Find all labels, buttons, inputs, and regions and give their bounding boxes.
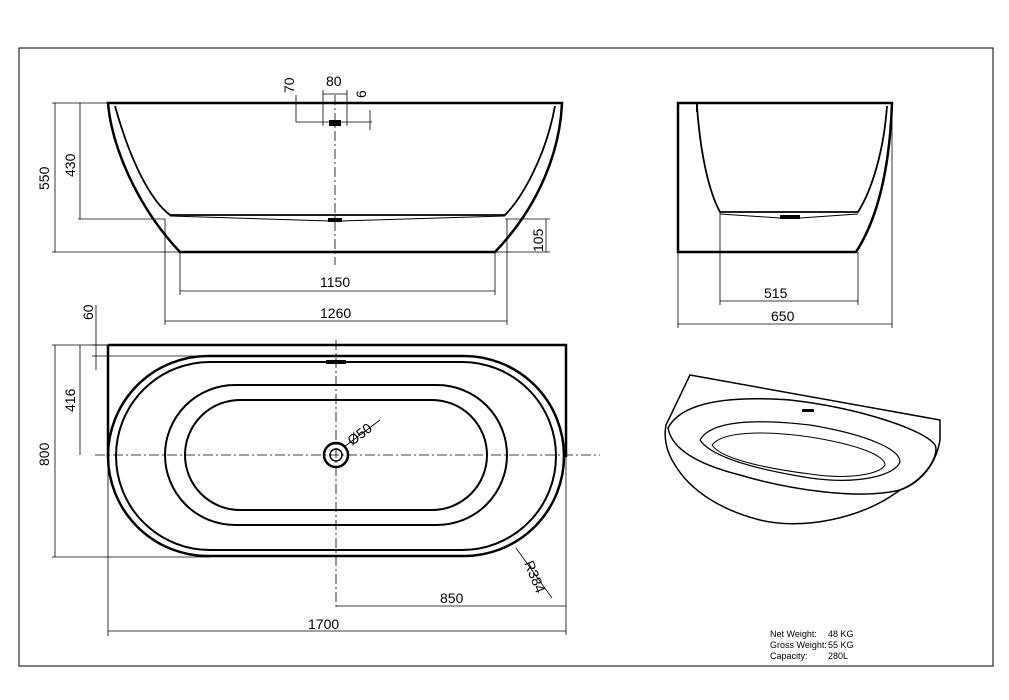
dim-side-515: 515 xyxy=(764,285,788,301)
dim-front-70: 70 xyxy=(281,77,297,93)
spec-gross-weight-value: 55 KG xyxy=(828,640,854,650)
drawing-border xyxy=(18,47,994,667)
front-inner-basin xyxy=(114,105,556,216)
dim-plan-drain: Ø50 xyxy=(344,420,375,449)
side-inner-basin xyxy=(696,105,888,213)
dim-front-80: 80 xyxy=(326,73,342,89)
dim-plan-1700: 1700 xyxy=(308,616,339,632)
plan-view: Ø50 60 416 800 R384 850 1700 xyxy=(36,304,600,636)
front-elevation-view: 70 80 6 550 430 105 1150 1260 xyxy=(36,73,564,325)
dim-front-1260: 1260 xyxy=(320,305,351,321)
perspective-outer-shell xyxy=(664,374,941,525)
dim-front-6: 6 xyxy=(353,90,369,98)
dim-front-105: 105 xyxy=(530,228,546,252)
dim-front-430: 430 xyxy=(62,153,78,177)
dim-front-550: 550 xyxy=(36,166,52,190)
dim-plan-850: 850 xyxy=(440,590,464,606)
spec-net-weight-label: Net Weight: xyxy=(770,629,817,639)
plan-inner-basin xyxy=(163,384,509,526)
dim-front-1150: 1150 xyxy=(320,274,350,290)
plan-outer-rim xyxy=(108,343,568,457)
perspective-view xyxy=(664,374,941,525)
dim-plan-800: 800 xyxy=(36,442,52,466)
spec-capacity-value: 280L xyxy=(828,651,848,661)
side-outer-shell xyxy=(676,101,894,254)
dim-side-650: 650 xyxy=(771,308,795,324)
spec-net-weight-value: 48 KG xyxy=(828,629,854,639)
dim-plan-416: 416 xyxy=(62,388,78,412)
side-elevation-view: 515 650 xyxy=(676,101,894,328)
spec-gross-weight-label: Gross Weight: xyxy=(770,640,827,650)
dim-plan-radius: R384 xyxy=(521,558,548,595)
spec-table: Net Weight: 48 KG Gross Weight: 55 KG Ca… xyxy=(770,629,854,661)
dim-plan-60: 60 xyxy=(80,304,96,320)
spec-capacity-label: Capacity: xyxy=(770,651,808,661)
